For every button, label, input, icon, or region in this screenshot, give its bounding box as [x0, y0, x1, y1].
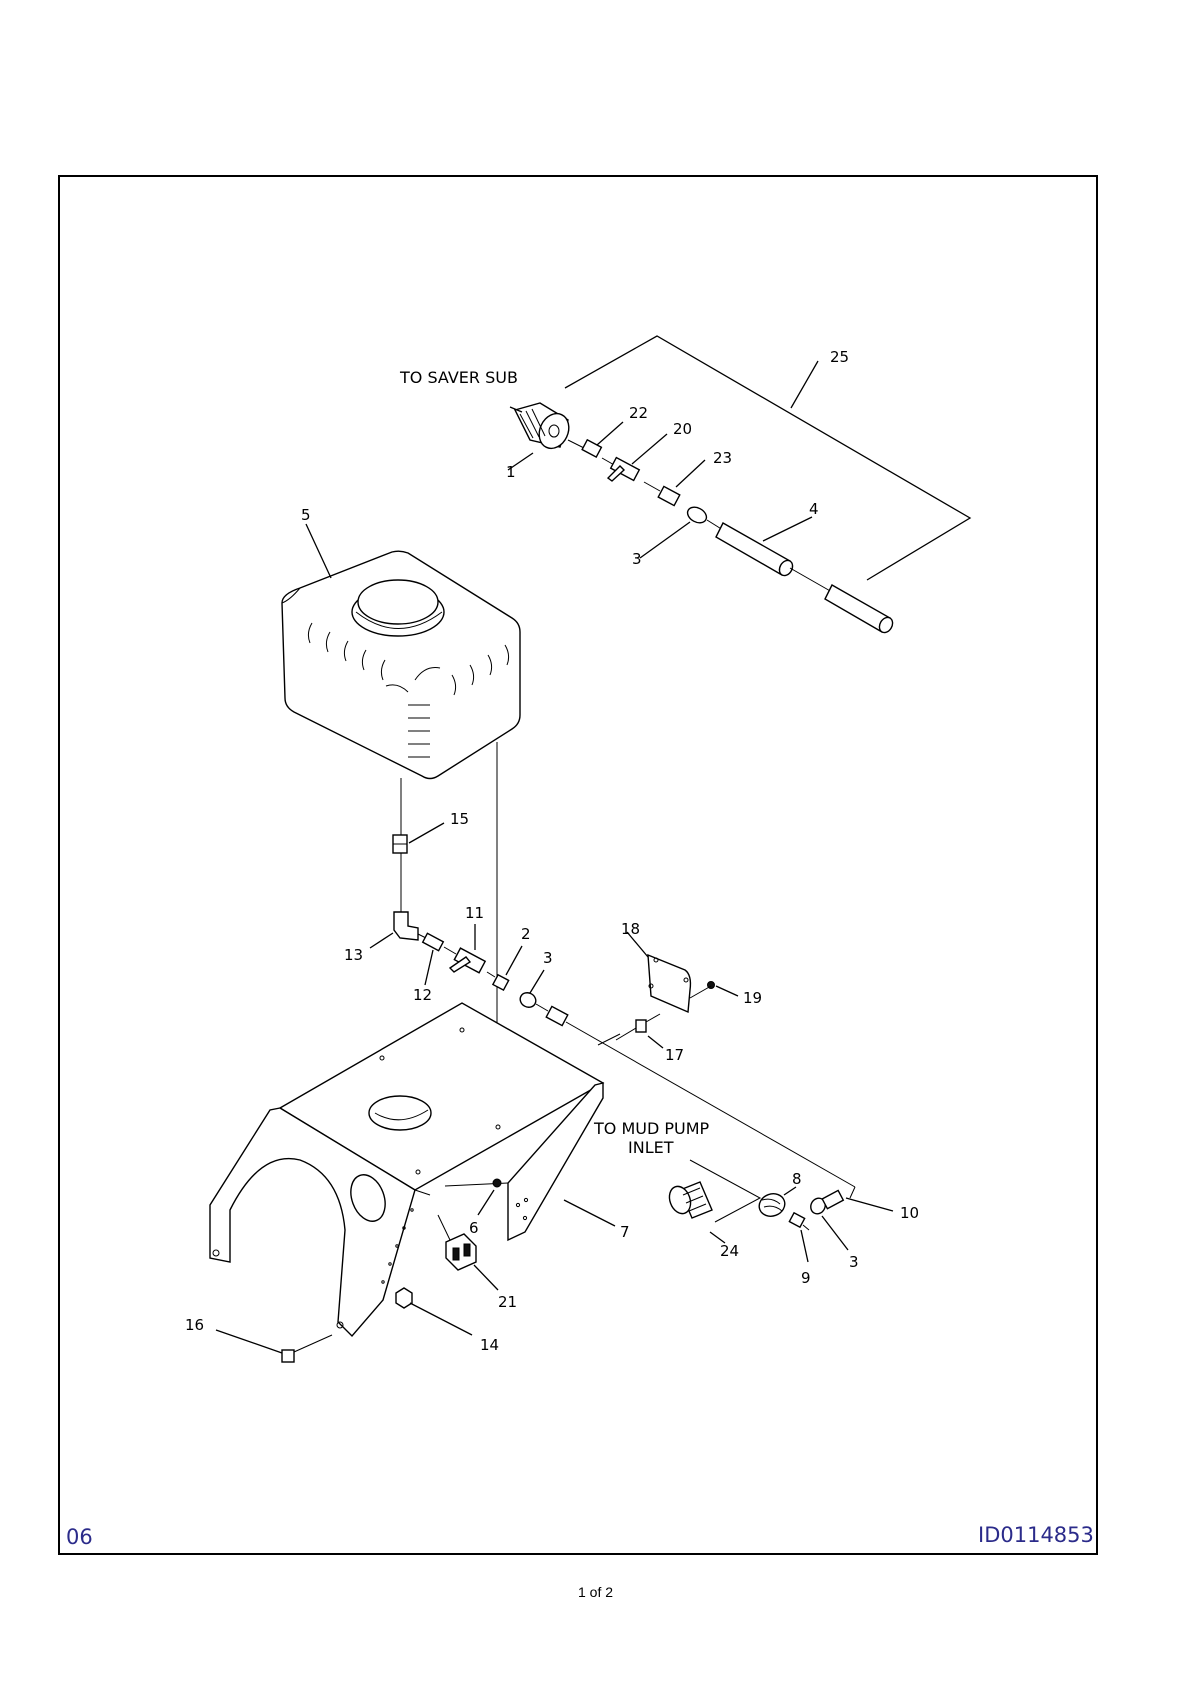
callout-3-lower: 3: [849, 1253, 859, 1271]
part-13-elbow: [370, 912, 418, 948]
part-20-ball-valve: [602, 434, 667, 481]
callout-23: 23: [713, 449, 732, 467]
part-10-fitting: [822, 1190, 893, 1211]
callout-13: 13: [344, 946, 363, 964]
callout-3-upper: 3: [632, 550, 642, 568]
callout-5: 5: [301, 506, 311, 524]
callout-2: 2: [521, 925, 531, 943]
callout-1: 1: [506, 463, 516, 481]
part-18-cover-plate: [627, 932, 690, 1012]
part-24-suction-strainer: [666, 1160, 760, 1243]
callout-19: 19: [743, 989, 762, 1007]
callout-16: 16: [185, 1316, 204, 1334]
part-5-water-tank: [282, 524, 520, 779]
note-to-mud-pump: TO MUD PUMP: [593, 1119, 710, 1138]
callout-17: 17: [665, 1046, 684, 1064]
callout-25: 25: [830, 348, 849, 366]
part-2-fitting: [487, 946, 522, 990]
callout-9: 9: [801, 1269, 811, 1287]
part-12-nipple: [418, 933, 443, 985]
part-4-hose: [707, 517, 895, 635]
callout-14: 14: [480, 1336, 499, 1354]
part-1-cone-plug: [508, 403, 574, 470]
callout-7: 7: [620, 1223, 630, 1241]
part-17-clip: [616, 1014, 663, 1048]
part-3-hose-clamp-upper: [640, 504, 709, 558]
page-indicator: 1 of 2: [0, 1584, 1191, 1600]
callout-24: 24: [720, 1242, 739, 1260]
callout-15: 15: [450, 810, 469, 828]
note-to-saver-sub: TO SAVER SUB: [399, 368, 518, 387]
part-14-nut: [396, 1288, 472, 1335]
sheet-code: 06: [66, 1525, 93, 1549]
callout-12: 12: [413, 986, 432, 1004]
callout-6: 6: [469, 1219, 479, 1237]
assembly-bracket-25: [565, 336, 970, 580]
note-inlet: INLET: [628, 1138, 674, 1157]
callout-10: 10: [900, 1204, 919, 1222]
callout-22: 22: [629, 404, 648, 422]
part-11-ball-valve: [444, 924, 485, 973]
callout-8: 8: [792, 1170, 802, 1188]
part-23-fitting: [644, 460, 705, 506]
callout-21: 21: [498, 1293, 517, 1311]
callout-18: 18: [621, 920, 640, 938]
part-19-screw: [690, 982, 738, 999]
drawing-id: ID0114853: [978, 1523, 1094, 1547]
callout-3-middle: 3: [543, 949, 553, 967]
part-22-fitting: [568, 422, 623, 457]
part-8-fitting: [756, 1187, 796, 1220]
part-21-switch: [438, 1215, 498, 1290]
callout-11: 11: [465, 904, 484, 922]
callout-4: 4: [809, 500, 819, 518]
part-16-bolt: [216, 1330, 332, 1362]
part-3-hose-clamp-middle: [518, 970, 544, 1010]
part-7-mounting-frame: [210, 1003, 620, 1336]
part-9-fitting: [789, 1213, 809, 1262]
callout-20: 20: [673, 420, 692, 438]
